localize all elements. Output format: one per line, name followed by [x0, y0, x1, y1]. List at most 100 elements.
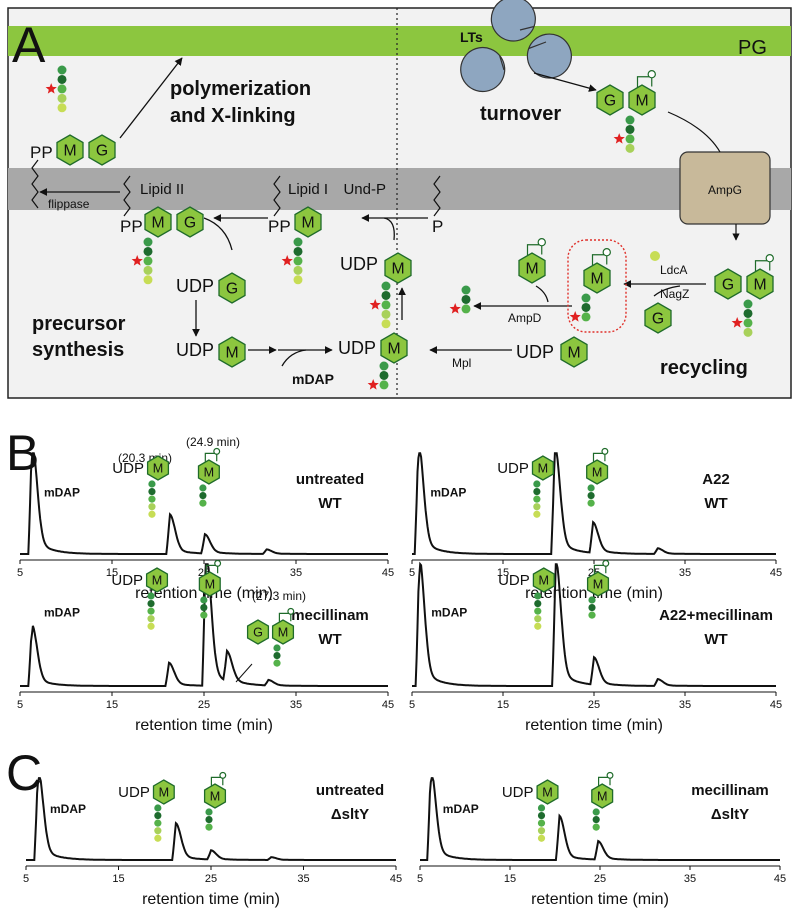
peptide-residue-icon: [534, 622, 542, 630]
murnac-sugar-icon: M: [536, 779, 559, 805]
sugar-letter: M: [542, 786, 553, 800]
mdap-peak-label: mDAP: [443, 802, 479, 816]
glcnac-sugar-icon: G: [714, 268, 742, 300]
sugar-letter: M: [567, 345, 580, 362]
peptide-residue-icon: [379, 361, 389, 371]
peptide-residue-icon: [588, 603, 596, 612]
glcnac-sugar-icon: G: [218, 272, 246, 304]
sugar-letter: M: [538, 462, 549, 476]
anhydro-ring-icon: [210, 771, 227, 786]
nagz-label: NagZ: [660, 287, 689, 301]
peptide-residue-icon: [625, 143, 635, 153]
x-tick-label: 5: [409, 699, 415, 711]
peptide-residue-icon: [650, 251, 660, 261]
flippase-label: flippase: [48, 197, 90, 211]
chart-title-line1: untreated: [316, 782, 384, 799]
polymerization-arrow: [119, 57, 183, 139]
x-tick-label: 35: [679, 699, 691, 711]
udp-label-m1: UDP: [176, 340, 214, 360]
polymerization-label-1: polymerization: [170, 78, 311, 100]
murnac-sugar-icon: M: [560, 336, 588, 368]
lipid-tails: [31, 159, 441, 217]
anhydro-ring-icon: [592, 447, 609, 462]
trace-line: [412, 452, 776, 555]
peptide-residue-icon: [461, 304, 471, 314]
panel-a-letter: A: [12, 17, 46, 73]
x-axis-label: retention time (min): [525, 717, 663, 734]
peptide-residue-icon: [200, 603, 208, 612]
ampg-transporter: [679, 151, 771, 225]
murnac-sugar-icon: M: [145, 567, 169, 593]
peptide-residue-icon: [381, 281, 391, 291]
mdap-star-icon: [367, 379, 379, 390]
peptide-residue-icon: [534, 599, 542, 608]
udp-peak-label: UDP: [498, 572, 530, 589]
udp-peak-label: UDP: [497, 460, 529, 477]
peptide-residue-icon: [147, 607, 155, 615]
peptide-residue-icon: [293, 256, 303, 266]
udp-peak-label: UDP: [118, 784, 150, 801]
udp-label-m2: UDP: [338, 338, 376, 358]
anhydro-ring-icon: [598, 771, 614, 786]
peptide-residue-icon: [154, 804, 162, 812]
peptide-residue-icon: [293, 237, 303, 247]
x-tick-label: 5: [23, 873, 29, 885]
peptide-residue-icon: [57, 65, 67, 75]
sugar-letter: M: [592, 466, 603, 480]
peptide-residue-icon: [537, 827, 546, 835]
x-tick-label: 25: [198, 699, 210, 711]
peptide-residue-icon: [148, 510, 156, 518]
sugar-letter: M: [635, 93, 648, 110]
peptide-residue-icon: [625, 124, 635, 134]
peptide-residue-icon: [381, 319, 391, 329]
x-tick-label: 45: [770, 567, 782, 579]
peptide-residue-icon: [57, 84, 67, 94]
peptide-residue-icon: [537, 811, 546, 820]
murnac-sugar-icon: M: [586, 459, 609, 485]
peptide-residue-icon: [588, 596, 596, 604]
sugar-letter: G: [722, 277, 734, 294]
anhydro-ring-icon: [593, 559, 610, 574]
time-label-b: (24.9 min): [186, 435, 240, 449]
peptide-residue-icon: [588, 611, 596, 619]
murnac-sugar-icon: M: [198, 571, 221, 597]
trace-line: [420, 777, 780, 861]
lts-arrow: [533, 72, 597, 92]
mdap-star-icon: [731, 317, 743, 328]
peptide-residue-icon: [625, 115, 635, 125]
peptide-residue-icon: [154, 827, 162, 835]
x-tick-label: 5: [409, 567, 415, 579]
murnac-sugar-icon: M: [586, 571, 610, 597]
p-label: P: [432, 217, 443, 236]
murnac-sugar-icon: M: [218, 336, 246, 368]
lts-label: LTs: [460, 29, 483, 45]
x-tick-label: 15: [497, 567, 509, 579]
peptide-residue-icon: [533, 510, 541, 518]
peptide-residue-icon: [581, 293, 591, 303]
sugar-letter: G: [96, 143, 108, 160]
sugar-letter: M: [159, 786, 170, 800]
peptide-residue-icon: [587, 484, 595, 492]
sugar-letter: M: [63, 143, 76, 160]
chart-title-line1: A22: [702, 471, 730, 488]
peptide-residue-icon: [381, 290, 391, 300]
murnac-sugar-icon: M: [583, 262, 611, 294]
x-tick-label: 15: [106, 567, 118, 579]
lt-enzyme-icons: [460, 0, 572, 93]
x-axis-label: retention time (min): [135, 717, 273, 734]
peptide-residue-icon: [143, 237, 153, 247]
sugar-letter: G: [652, 311, 664, 328]
x-tick-label: 45: [770, 699, 782, 711]
mdap-peak-label: mDAP: [431, 605, 467, 619]
peptide-residue-icon: [148, 503, 156, 511]
chart-title-line1: A22+mecillinam: [659, 607, 773, 624]
precursor-label-2: synthesis: [32, 339, 124, 361]
peptide-residue-icon: [148, 495, 156, 503]
polymerization-label-2: and X-linking: [170, 105, 296, 127]
murnac-sugar-icon: M: [532, 567, 555, 593]
pp-label-top: PP: [30, 143, 53, 162]
sugar-letter: M: [525, 261, 538, 278]
x-tick-label: 15: [112, 873, 124, 885]
